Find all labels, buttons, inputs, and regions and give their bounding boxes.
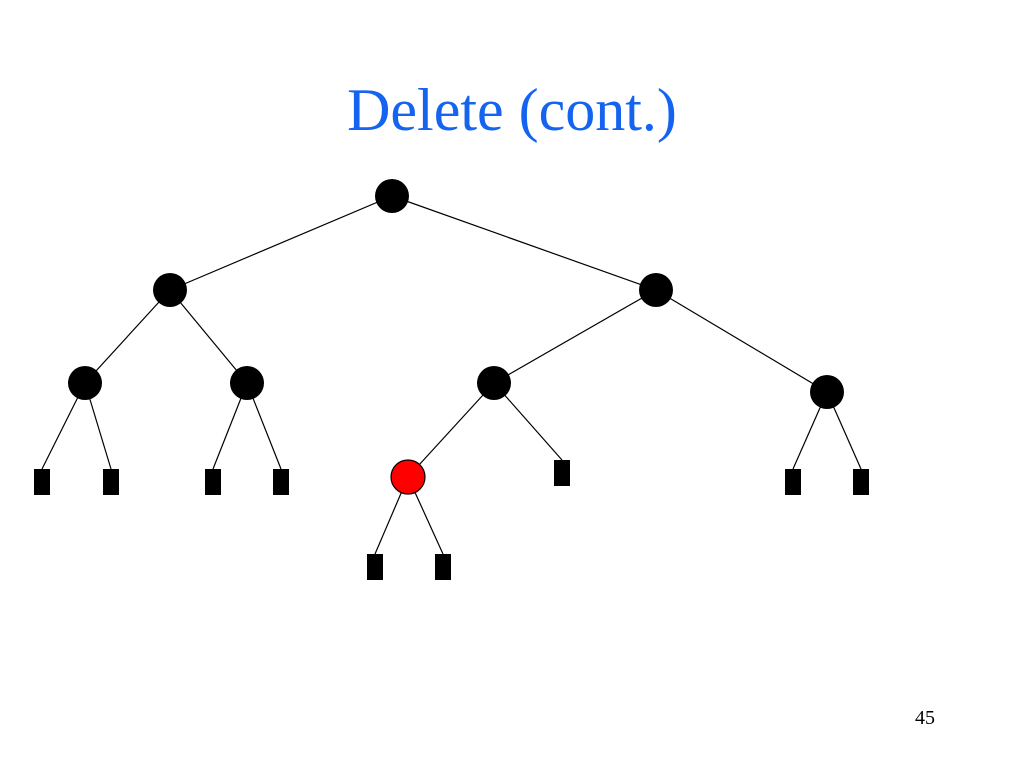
nil-leaf-lr-a — [205, 469, 221, 495]
nil-leaf-ll-b — [103, 469, 119, 495]
page-number: 45 — [915, 707, 935, 729]
nil-leaf-rr-a — [785, 469, 801, 495]
tree-edge-r-rl — [493, 289, 657, 384]
tree-edge-l-lr — [169, 289, 248, 384]
nil-leaf-ll-a — [34, 469, 50, 495]
black-node-root — [375, 179, 409, 213]
tree-edges — [41, 195, 862, 555]
tree-edge-rl-rll — [407, 382, 495, 478]
black-node-rr — [810, 375, 844, 409]
nil-leaf-rr-b — [853, 469, 869, 495]
nil-leaf-rll-b — [435, 554, 451, 580]
tree-nodes — [68, 179, 844, 495]
tree-edge-l-ll — [84, 289, 171, 384]
tree-edge-rl-rl-b — [493, 382, 563, 461]
nil-leaf-rl-b — [554, 460, 570, 486]
nil-leaf-rll-a — [367, 554, 383, 580]
black-node-l — [153, 273, 187, 307]
tree-leaves — [34, 460, 869, 580]
tree-edge-r-rr — [655, 289, 828, 393]
red-node-rll — [390, 459, 426, 495]
black-node-rl — [477, 366, 511, 400]
tree-edge-root-l — [169, 195, 393, 291]
slide-title: Delete (cont.) — [347, 77, 677, 143]
black-node-ll — [68, 366, 102, 400]
nil-leaf-lr-b — [273, 469, 289, 495]
black-node-lr — [230, 366, 264, 400]
tree-edge-root-r — [391, 195, 657, 291]
black-node-r — [639, 273, 673, 307]
